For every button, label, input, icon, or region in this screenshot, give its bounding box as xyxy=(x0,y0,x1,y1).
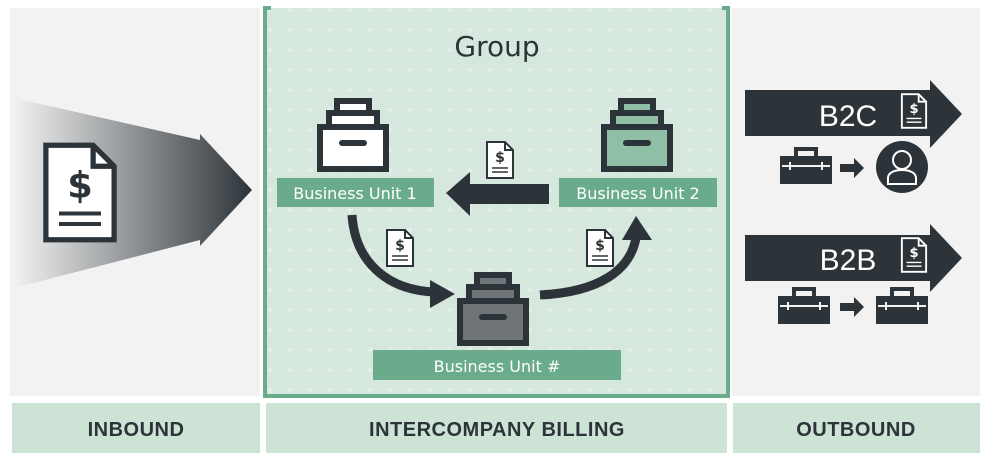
business-unit-n-label: Business Unit # xyxy=(434,357,561,376)
business-unit-n-icon xyxy=(460,275,526,343)
business-unit-n-label-bg xyxy=(373,350,621,380)
arrow-unit2-to-unit1 xyxy=(446,172,549,216)
invoice-icon xyxy=(386,229,414,267)
arrow-icon xyxy=(840,158,864,178)
invoice-icon xyxy=(900,237,928,273)
invoice-icon xyxy=(900,93,928,129)
invoice-icon xyxy=(486,141,514,179)
business-unit-1-label-bg xyxy=(277,178,434,207)
b2c-label: B2C xyxy=(819,100,877,133)
arrow-unitn-to-unit2 xyxy=(539,236,641,300)
inbound-title: INBOUND xyxy=(88,419,185,441)
arrow-unit1-to-unitn xyxy=(347,214,436,297)
business-unit-2-icon xyxy=(604,101,670,169)
intercompany-footer xyxy=(266,403,727,453)
inbound-footer xyxy=(12,403,260,453)
business-unit-2-label-bg xyxy=(559,178,717,207)
outbound-panel xyxy=(732,8,980,396)
intercompany-title: INTERCOMPANY BILLING xyxy=(369,419,625,441)
business-unit-1-icon xyxy=(320,101,386,169)
arrow-icon xyxy=(840,297,864,317)
invoice-icon xyxy=(46,145,114,240)
invoice-icon xyxy=(586,229,614,267)
group-title: Group xyxy=(454,30,539,63)
b2b-label: B2B xyxy=(820,244,877,277)
consumer-icon xyxy=(876,141,928,193)
business-unit-2-label: Business Unit 2 xyxy=(576,184,699,203)
outbound-title: OUTBOUND xyxy=(796,419,916,441)
business-unit-1-label: Business Unit 1 xyxy=(293,184,416,203)
outbound-footer xyxy=(733,403,980,453)
